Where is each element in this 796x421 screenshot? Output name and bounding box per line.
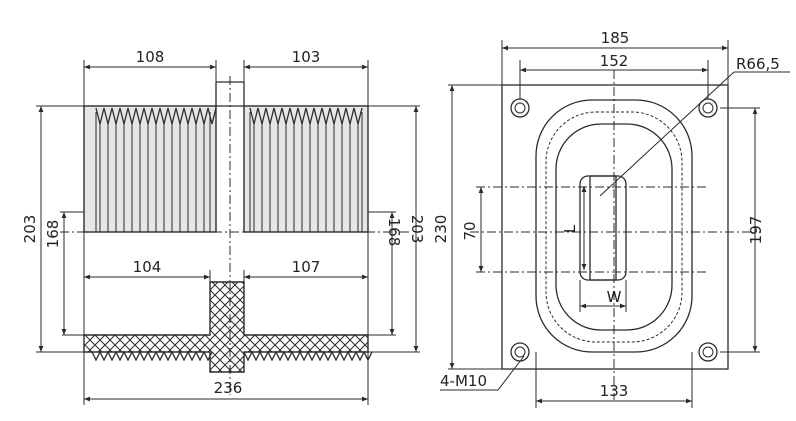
dim-185-label: 185 <box>601 29 630 47</box>
bolt-hole-top-left <box>510 98 530 118</box>
lower-right-corrugation <box>243 350 373 362</box>
dim-radius-label: R66,5 <box>736 55 780 73</box>
dim-L-label: L <box>561 224 579 233</box>
slot-outline <box>579 175 627 281</box>
dim-230-label: 230 <box>432 215 450 244</box>
lower-corrugations <box>91 350 373 362</box>
bolt-holes-label: 4-M10 <box>440 372 487 390</box>
left-section-view: 108 103 104 107 236 203 168 168 203 <box>21 48 426 405</box>
upper-right-body <box>243 105 369 233</box>
dim-W-label: W <box>607 288 622 306</box>
dim-203-right-label: 203 <box>408 215 426 244</box>
dim-236-label: 236 <box>214 379 243 397</box>
radius-leader <box>599 71 790 197</box>
dim-108-label: 108 <box>136 48 165 66</box>
dim-197-label: 197 <box>747 216 765 245</box>
dim-152-label: 152 <box>600 52 629 70</box>
dim-103-label: 103 <box>292 48 321 66</box>
dim-168-right-label: 168 <box>385 218 403 247</box>
upper-left-body <box>83 105 217 233</box>
dim-70-label: 70 <box>461 221 479 240</box>
dim-104-label: 104 <box>133 258 162 276</box>
flange-outline <box>501 84 729 370</box>
bolt-leader <box>440 355 525 391</box>
dim-168-left-label: 168 <box>44 220 62 249</box>
dim-107-label: 107 <box>292 258 321 276</box>
bolt-hole-bottom-left <box>510 342 530 362</box>
dim-203-left-label: 203 <box>21 215 39 244</box>
dim-133-label: 133 <box>600 382 629 400</box>
plan-extension-lines <box>448 40 760 408</box>
slot-inner <box>589 175 617 281</box>
upper-corrugations <box>95 107 363 232</box>
right-plan-view: 185 152 R66,5 230 70 197 133 L W 4-M10 <box>432 29 790 408</box>
bolt-hole-bottom-right <box>698 342 718 362</box>
lower-left-corrugation <box>91 350 213 362</box>
upper-right-corrugation <box>249 107 363 125</box>
